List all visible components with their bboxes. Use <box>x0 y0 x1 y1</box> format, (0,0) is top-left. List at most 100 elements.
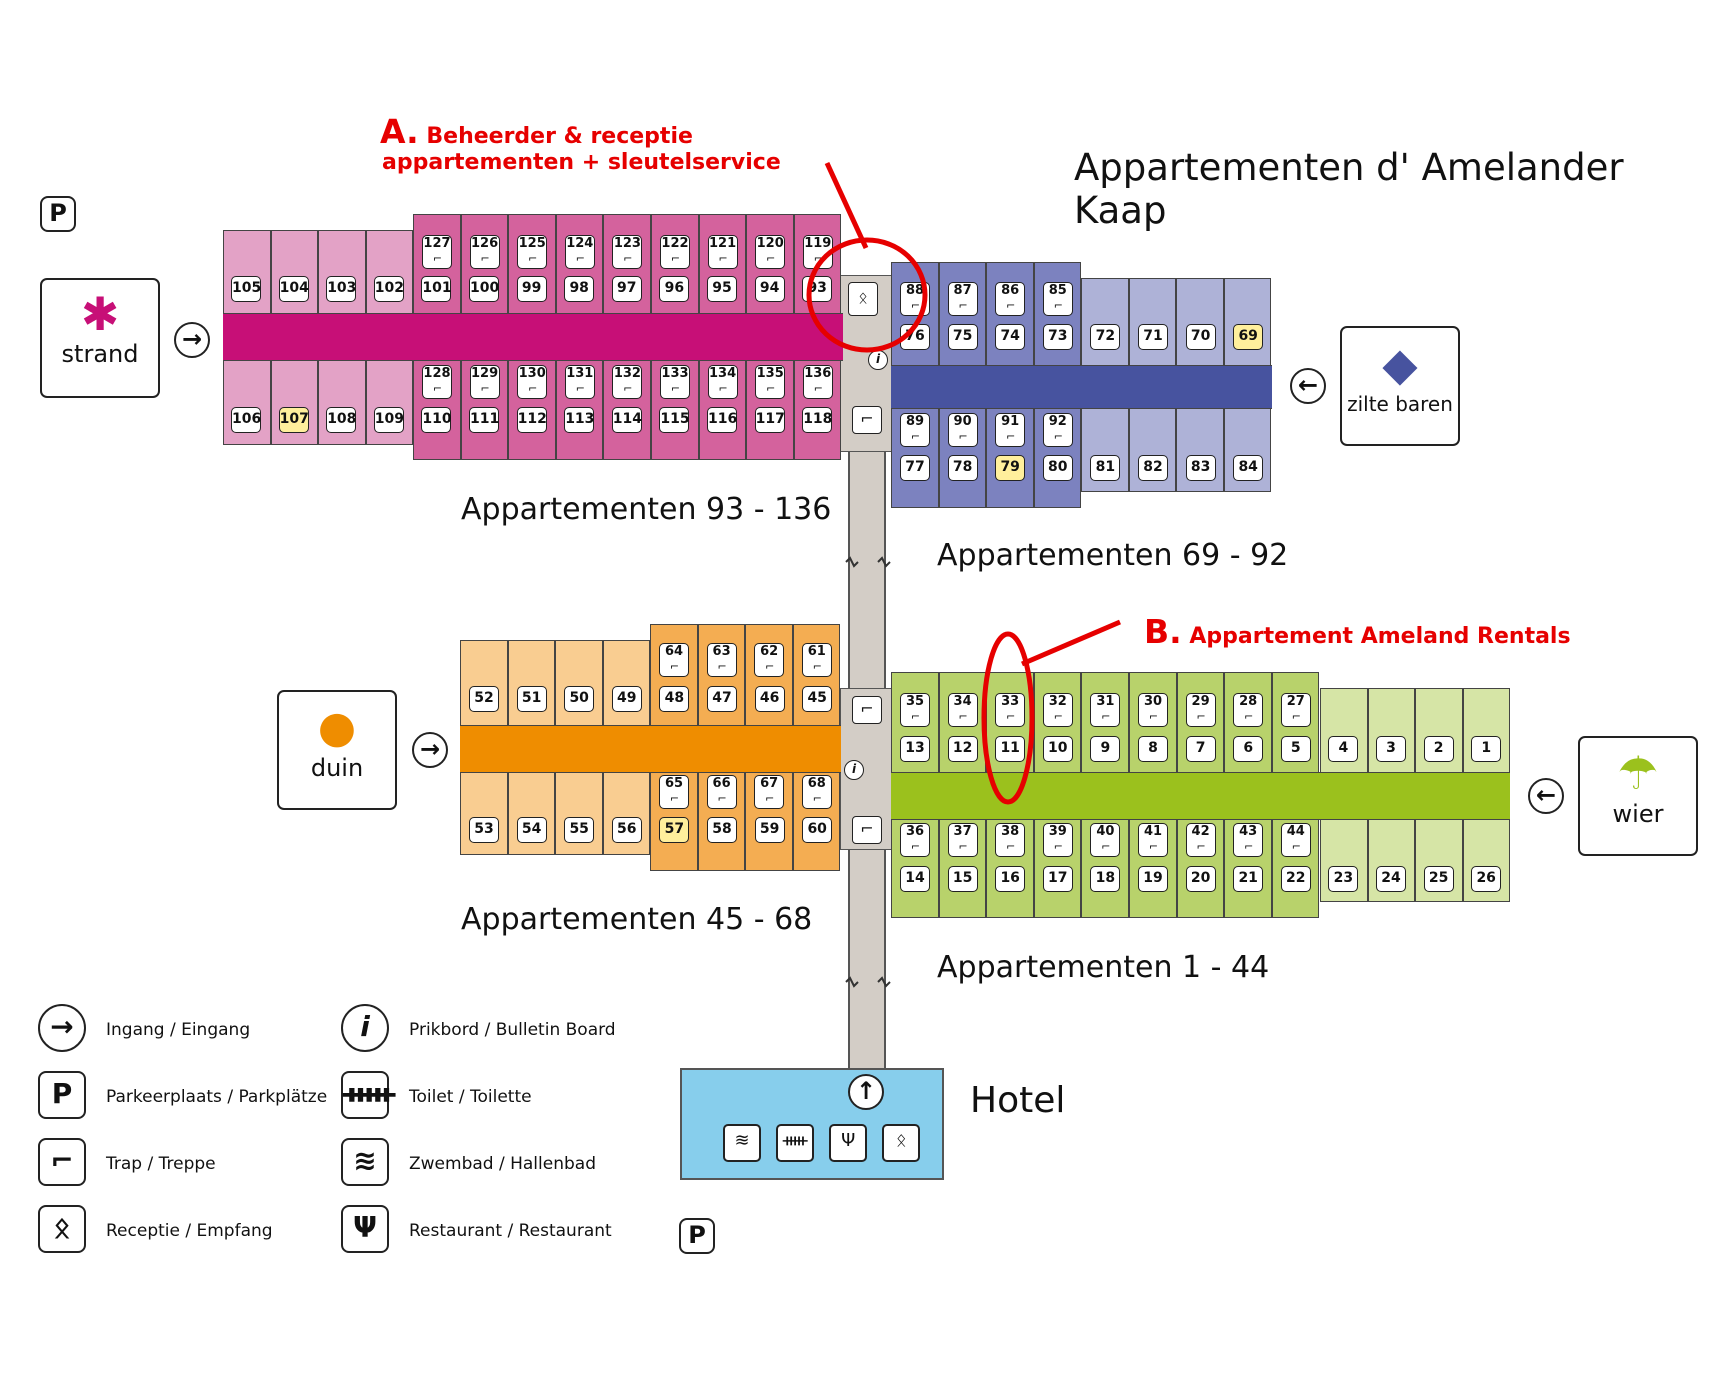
unit-badge[interactable]: 48 <box>659 686 690 712</box>
unit-badge[interactable]: 49 <box>611 686 642 712</box>
unit-badge[interactable]: 19 <box>1138 866 1168 892</box>
unit-badge-stairs[interactable]: 125⌐ <box>517 235 548 269</box>
unit-badge[interactable]: 2 <box>1423 736 1454 762</box>
unit-badge[interactable]: 8 <box>1138 736 1168 762</box>
unit-badge-stairs[interactable]: 129⌐ <box>469 365 500 399</box>
unit-badge-stairs[interactable]: 61⌐ <box>801 643 832 677</box>
unit-badge[interactable]: 14 <box>900 866 930 892</box>
unit-badge[interactable]: 60 <box>802 817 833 843</box>
unit-badge[interactable]: 106 <box>231 407 261 433</box>
unit-badge[interactable]: 52 <box>469 686 499 712</box>
unit-badge[interactable]: 21 <box>1233 866 1264 892</box>
unit-badge[interactable]: 12 <box>947 736 978 762</box>
unit-badge[interactable]: 116 <box>707 407 737 433</box>
unit-badge[interactable]: 83 <box>1185 455 1216 481</box>
unit-badge[interactable]: 107 <box>278 407 309 433</box>
unit-badge-stairs[interactable]: 124⌐ <box>564 235 595 269</box>
unit-badge-stairs[interactable]: 131⌐ <box>564 365 595 399</box>
unit-badge-stairs[interactable]: 30⌐ <box>1138 693 1168 727</box>
unit-badge[interactable]: 98 <box>564 276 595 302</box>
unit-badge-stairs[interactable]: 31⌐ <box>1090 693 1121 727</box>
unit-badge-stairs[interactable]: 134⌐ <box>707 365 738 399</box>
unit-badge[interactable]: 113 <box>564 407 594 433</box>
unit-badge[interactable]: 95 <box>707 276 737 302</box>
unit-badge[interactable]: 59 <box>754 817 785 843</box>
unit-badge[interactable]: 56 <box>611 817 642 843</box>
unit-badge-stairs[interactable]: 92⌐ <box>1042 413 1073 447</box>
unit-badge[interactable]: 55 <box>564 817 595 843</box>
unit-badge-stairs[interactable]: 65⌐ <box>659 775 689 809</box>
unit-badge-stairs[interactable]: 122⌐ <box>660 235 690 269</box>
unit-badge-stairs[interactable]: 33⌐ <box>995 693 1026 727</box>
unit-badge[interactable]: 46 <box>754 686 785 712</box>
unit-badge[interactable]: 11 <box>995 736 1026 762</box>
entrance-card-wier[interactable]: ☂ wier <box>1578 736 1698 856</box>
unit-badge[interactable]: 3 <box>1376 736 1406 762</box>
unit-badge[interactable]: 57 <box>659 817 690 843</box>
unit-badge[interactable]: 9 <box>1090 736 1121 762</box>
unit-badge[interactable]: 25 <box>1423 866 1454 892</box>
unit-badge[interactable]: 112 <box>516 407 547 433</box>
unit-badge-stairs[interactable]: 89⌐ <box>900 413 930 447</box>
unit-badge-stairs[interactable]: 63⌐ <box>706 643 737 677</box>
unit-badge-stairs[interactable]: 123⌐ <box>612 235 643 269</box>
unit-badge-stairs[interactable]: 37⌐ <box>947 823 978 857</box>
unit-badge[interactable]: 53 <box>469 817 499 843</box>
unit-badge-stairs[interactable]: 126⌐ <box>469 235 500 269</box>
unit-badge[interactable]: 102 <box>373 276 404 302</box>
unit-badge[interactable]: 15 <box>947 866 978 892</box>
unit-badge-stairs[interactable]: 38⌐ <box>995 823 1026 857</box>
unit-badge[interactable]: 13 <box>900 736 930 762</box>
unit-badge-stairs[interactable]: 120⌐ <box>755 235 786 269</box>
unit-badge[interactable]: 1 <box>1471 736 1502 762</box>
unit-badge[interactable]: 6 <box>1233 736 1264 762</box>
unit-badge[interactable]: 54 <box>516 817 547 843</box>
unit-badge-stairs[interactable]: 133⌐ <box>660 365 690 399</box>
unit-badge-stairs[interactable]: 36⌐ <box>900 823 930 857</box>
entrance-card-zilte-baren[interactable]: ◆ zilte baren <box>1340 326 1460 446</box>
unit-badge[interactable]: 4 <box>1328 736 1359 762</box>
unit-badge-stairs[interactable]: 66⌐ <box>706 775 737 809</box>
unit-badge[interactable]: 118 <box>802 407 832 433</box>
unit-badge-stairs[interactable]: 43⌐ <box>1233 823 1264 857</box>
unit-badge[interactable]: 108 <box>326 407 356 433</box>
unit-badge-stairs[interactable]: 135⌐ <box>755 365 786 399</box>
unit-badge-stairs[interactable]: 86⌐ <box>995 282 1026 316</box>
unit-badge[interactable]: 74 <box>995 324 1026 350</box>
unit-badge-stairs[interactable]: 64⌐ <box>659 643 689 677</box>
unit-badge[interactable]: 103 <box>326 276 356 302</box>
unit-badge[interactable]: 101 <box>421 276 452 302</box>
unit-badge[interactable]: 47 <box>707 686 737 712</box>
unit-badge-stairs[interactable]: 91⌐ <box>995 413 1026 447</box>
unit-badge[interactable]: 16 <box>995 866 1026 892</box>
unit-badge[interactable]: 26 <box>1471 866 1502 892</box>
unit-badge[interactable]: 51 <box>516 686 547 712</box>
unit-badge-stairs[interactable]: 39⌐ <box>1042 823 1073 857</box>
unit-badge[interactable]: 114 <box>611 407 642 433</box>
unit-badge[interactable]: 94 <box>754 276 785 302</box>
unit-badge[interactable]: 50 <box>564 686 595 712</box>
unit-badge[interactable]: 73 <box>1042 324 1073 350</box>
unit-badge[interactable]: 77 <box>900 455 930 481</box>
unit-badge[interactable]: 82 <box>1138 455 1168 481</box>
unit-badge-stairs[interactable]: 42⌐ <box>1185 823 1216 857</box>
unit-badge[interactable]: 69 <box>1233 324 1264 350</box>
unit-badge-stairs[interactable]: 85⌐ <box>1042 282 1073 316</box>
unit-badge[interactable]: 97 <box>611 276 642 302</box>
unit-badge-stairs[interactable]: 62⌐ <box>754 643 785 677</box>
entrance-card-strand[interactable]: ✱ strand <box>40 278 160 398</box>
unit-badge-stairs[interactable]: 87⌐ <box>947 282 978 316</box>
unit-badge-stairs[interactable]: 28⌐ <box>1233 693 1264 727</box>
unit-badge[interactable]: 20 <box>1185 866 1216 892</box>
unit-badge[interactable]: 23 <box>1328 866 1359 892</box>
unit-badge[interactable]: 117 <box>754 407 785 433</box>
unit-badge[interactable]: 10 <box>1042 736 1073 762</box>
unit-badge[interactable]: 24 <box>1376 866 1406 892</box>
unit-badge[interactable]: 111 <box>469 407 499 433</box>
unit-badge[interactable]: 7 <box>1185 736 1216 762</box>
unit-badge[interactable]: 79 <box>995 455 1026 481</box>
unit-badge-stairs[interactable]: 40⌐ <box>1090 823 1121 857</box>
unit-badge-stairs[interactable]: 128⌐ <box>422 365 452 399</box>
unit-badge[interactable]: 115 <box>659 407 690 433</box>
unit-badge-stairs[interactable]: 136⌐ <box>802 365 833 399</box>
